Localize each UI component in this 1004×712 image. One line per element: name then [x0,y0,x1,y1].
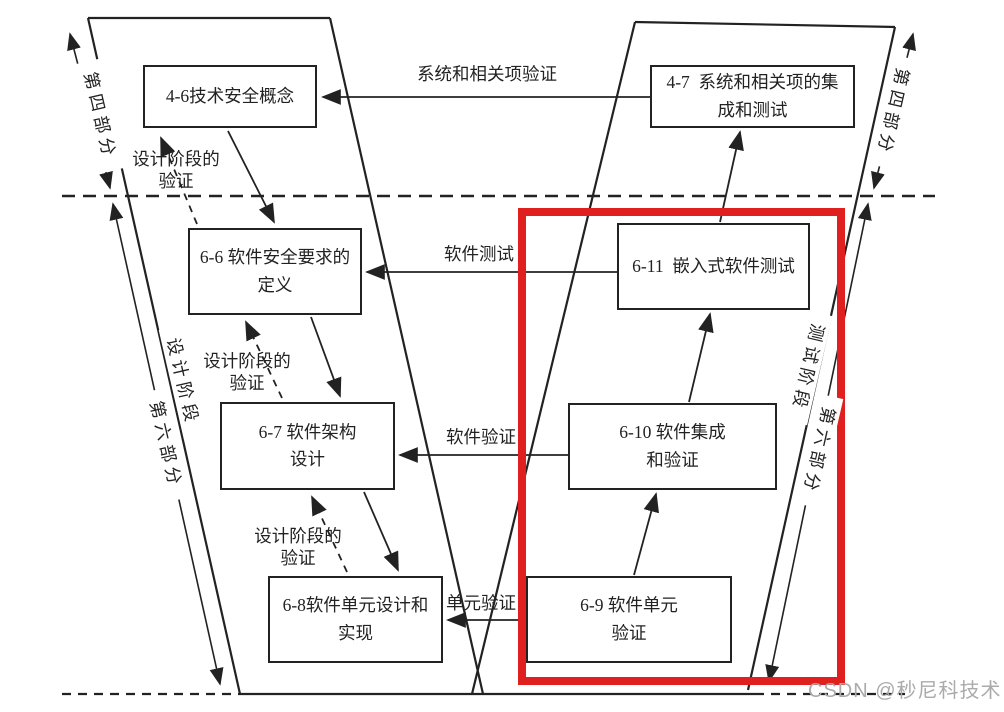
box-6-11-embedded-software-test: 6-11 嵌入式软件测试 [617,223,810,310]
box-6-9-label-line2: 验证 [611,622,647,643]
dv-middle-line1: 设计阶段的 [203,351,291,371]
box-4-6-technical-safety-concept: 4-6技术安全概念 [143,65,317,128]
label-unit-verification: 单元验证 [446,593,516,613]
box-6-10-label-line1: 6-10 软件集成 [619,422,726,443]
label-design-phase-verification-top: 设计阶段的 验证 [111,149,241,193]
box-6-8-software-unit-design-implementation: 6-8软件单元设计和 实现 [268,576,443,663]
box-4-6-label: 4-6技术安全概念 [165,85,295,106]
design-flow-arrows [227,130,399,572]
dv-middle-line2: 验证 [229,372,265,393]
red-highlight-rect [518,208,845,685]
dv-bottom-line2: 验证 [280,547,316,568]
box-6-9-software-unit-verification: 6-9 软件单元 验证 [526,576,732,663]
horizontal-verification-arrows [321,89,650,628]
box-6-10-label-line2: 和验证 [646,449,699,470]
label-system-and-item-verification: 系统和相关项验证 [417,64,557,84]
dv-top-line1: 设计阶段的 [132,149,220,169]
box-4-7-system-integration-test: 4-7 系统和相关项的集 成和测试 [650,65,855,128]
label-design-phase-verification-middle: 设计阶段的 验证 [182,351,312,395]
dv-top-line2: 验证 [158,170,194,191]
box-6-7-software-architecture-design: 6-7 软件架构 设计 [220,402,395,490]
box-6-7-label-line1: 6-7 软件架构 [258,421,357,442]
label-software-verification: 软件验证 [446,427,516,447]
box-6-9-label-line1: 6-9 软件单元 [580,595,678,616]
dv-bottom-line1: 设计阶段的 [254,526,342,546]
box-6-8-label-line1: 6-8软件单元设计和 [282,595,429,616]
box-6-11-label: 6-11 嵌入式软件测试 [632,255,795,276]
box-4-7-label-line2: 成和测试 [717,99,788,120]
box-6-8-label-line2: 实现 [338,622,373,643]
box-4-7-label-line1: 4-7 系统和相关项的集 [666,72,839,93]
label-software-test: 软件测试 [444,244,514,264]
box-6-7-label-line2: 设计 [290,449,325,469]
box-6-10-software-integration-verification: 6-10 软件集成 和验证 [568,403,777,490]
label-design-phase-verification-bottom: 设计阶段的 验证 [233,526,363,570]
box-6-6-software-safety-requirements: 6-6 软件安全要求的 定义 [188,228,362,315]
csdn-watermark: CSDN @秒尼科技术 [808,680,1002,702]
box-6-6-label-line1: 6-6 软件安全要求的 [199,247,351,268]
box-6-6-label-line2: 定义 [257,274,293,295]
test-flow-arrows [633,130,744,576]
